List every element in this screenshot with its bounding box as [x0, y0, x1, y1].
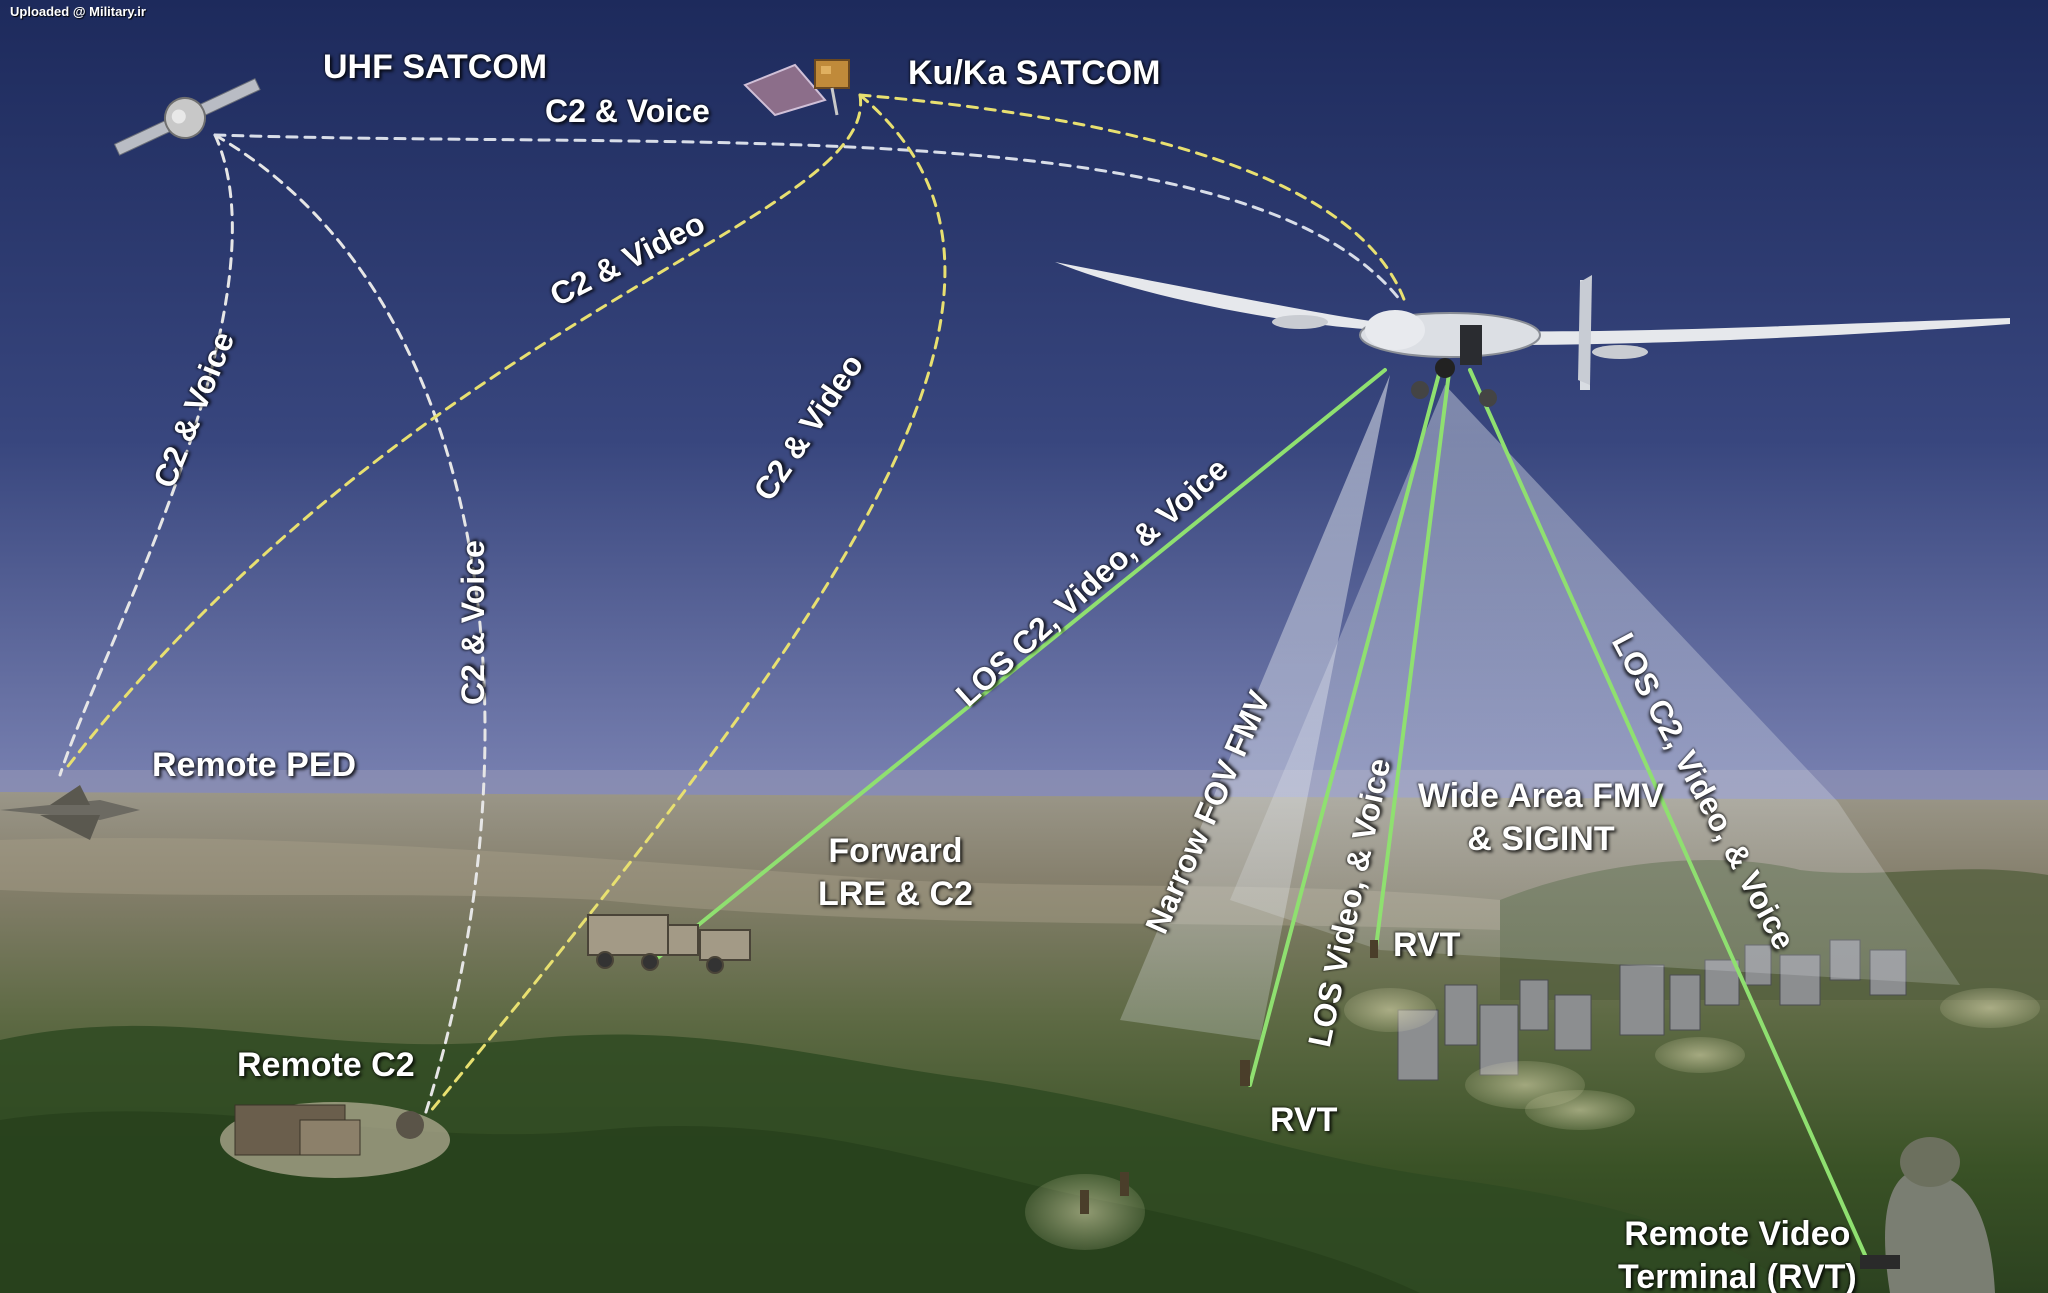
wide-area-fmv-line2: & SIGINT: [1467, 819, 1615, 858]
spot-4: [1525, 1090, 1635, 1130]
link-kuka-to-remote-ped: [63, 93, 863, 772]
spot-5: [1940, 988, 2040, 1028]
remote-c2-compound: [220, 1102, 450, 1178]
link-uav-to-rvt-2: [1248, 368, 1442, 1087]
link-uav-to-remote-rvt: [1468, 368, 1867, 1257]
remote-ped-label: Remote PED: [152, 746, 357, 784]
uhf-satellite: [113, 78, 261, 156]
kuka-satcom-label: Ku/Ka SATCOM: [908, 54, 1161, 92]
remote-video-terminal-line2: Terminal (RVT): [1618, 1257, 1857, 1293]
c2-voice-top-label: C2 & Voice: [545, 93, 710, 129]
remote-video-terminal-label: Remote Video Terminal (RVT): [1618, 1213, 1857, 1293]
link-uav-to-forward-lre: [653, 368, 1387, 962]
spot-6: [1655, 1037, 1745, 1073]
forward-lre-line1: Forward: [828, 832, 963, 870]
c2-voice-center-label: C2 & Voice: [455, 540, 491, 705]
remote-c2-label: Remote C2: [237, 1046, 415, 1084]
watermark: Uploaded @ Military.ir: [10, 4, 146, 19]
forward-lre-vehicles: [587, 914, 751, 974]
link-kuka-to-uav: [858, 93, 1407, 304]
link-uav-to-rvt-1: [1373, 363, 1452, 957]
wide-area-fmv-line1: Wide Area FMV: [1418, 777, 1664, 815]
remote-video-terminal-line1: Remote Video: [1624, 1215, 1851, 1253]
link-kuka-to-remote-c2: [428, 93, 947, 1114]
uhf-satcom-label: UHF SATCOM: [323, 48, 548, 86]
kuka-satellite: [743, 59, 850, 117]
remote-video-terminal-soldier: [1860, 1137, 1995, 1293]
forward-lre-c2-label: Forward LRE & C2: [818, 830, 973, 915]
forward-lre-line2: LRE & C2: [818, 874, 973, 913]
rvt-label-1: RVT: [1393, 926, 1461, 964]
sky: [0, 0, 2048, 800]
narrow-fov-beam: [1120, 375, 1390, 1040]
remote-ped-aircraft: [0, 785, 140, 840]
wide-area-fmv-label: Wide Area FMV & SIGINT: [1418, 775, 1664, 860]
rvt-soldiers: [1080, 940, 1378, 1214]
uav-aircraft: [1055, 262, 2010, 407]
wide-area-beam: [1230, 385, 1960, 985]
link-uhf-to-remote-ped: [58, 133, 234, 777]
rvt-label-2: RVT: [1270, 1101, 1338, 1139]
link-uhf-to-uav: [213, 133, 1402, 302]
spot-2: [1344, 988, 1436, 1032]
link-uhf-to-remote-c2: [213, 133, 487, 1117]
